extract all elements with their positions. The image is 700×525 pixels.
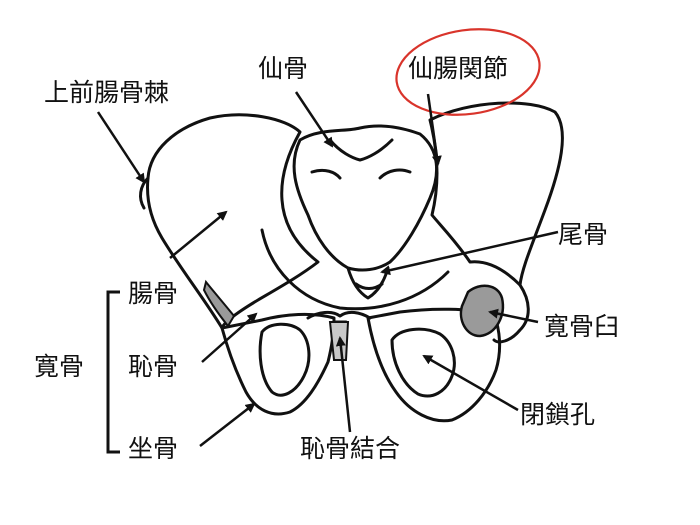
arrow-si-joint [426,93,442,166]
label-asis: 上前腸骨棘 [44,78,170,107]
label-pubic-symphysis: 恥骨結合 [300,434,401,463]
arrow-pubis [201,312,258,363]
arrow-asis [96,111,146,184]
label-pubis: 恥骨 [128,352,179,381]
label-si-joint: 仙腸関節 [408,54,509,83]
right-obturator [390,327,456,398]
label-hip-bone: 寛骨 [34,352,85,381]
label-sacrum: 仙骨 [258,54,309,83]
label-acetabulum: 寛骨臼 [544,312,620,341]
arrow-ilium [169,210,228,259]
left-joint-shade [202,279,236,328]
acetabulum-shade [459,284,505,338]
coccyx-shape [346,266,390,300]
arrow-acetabulum [488,308,539,324]
left-ilium [146,113,320,330]
arrow-coccyx [380,230,559,276]
symphysis-shade [328,321,350,361]
left-obturator [258,322,311,397]
label-ischium: 坐骨 [128,434,179,463]
label-ilium: 腸骨 [128,279,179,308]
right-ilium [428,101,564,287]
arrow-sacrum [294,91,334,148]
label-obturator: 閉鎖孔 [520,400,596,429]
arrow-ischium [199,402,256,447]
left-pubis [220,312,336,416]
hip-bone-bracket [106,290,120,454]
highlight-circle [395,28,541,116]
arrow-obturator [422,354,519,412]
sacrum-shape [292,124,439,272]
arrow-symphysis [335,336,352,433]
label-coccyx: 尾骨 [558,220,609,249]
